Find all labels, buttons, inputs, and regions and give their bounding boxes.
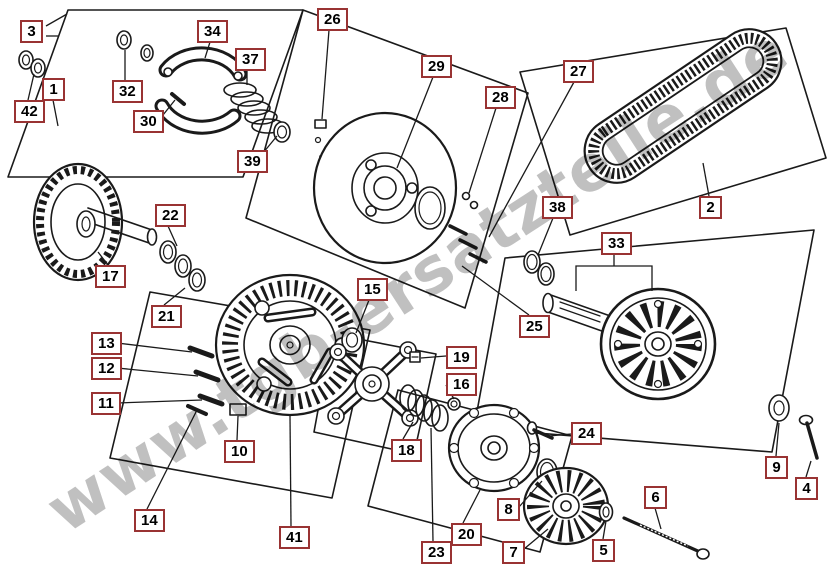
bolt-6 [622, 516, 710, 560]
part-label-41[interactable]: 41 [279, 526, 310, 549]
part-label-23[interactable]: 23 [421, 541, 452, 564]
ring-28 [414, 186, 446, 230]
part-label-33[interactable]: 33 [601, 232, 632, 255]
spider [327, 341, 419, 427]
bolt-24 [526, 421, 554, 440]
part-label-20[interactable]: 20 [451, 523, 482, 546]
cover-plate-20 [447, 403, 541, 493]
drive-belt [583, 28, 783, 184]
part-label-22[interactable]: 22 [155, 204, 186, 227]
part-label-13[interactable]: 13 [91, 332, 122, 355]
part-label-1[interactable]: 1 [42, 78, 65, 101]
part-label-25[interactable]: 25 [519, 315, 550, 338]
part-label-17[interactable]: 17 [95, 265, 126, 288]
part-label-5[interactable]: 5 [592, 539, 615, 562]
washer-15 [341, 327, 363, 353]
orings-38 [523, 250, 555, 286]
part-label-38[interactable]: 38 [542, 196, 573, 219]
part-label-28[interactable]: 28 [485, 86, 516, 109]
part-label-42[interactable]: 42 [14, 100, 45, 123]
part-label-8[interactable]: 8 [497, 498, 520, 521]
part-label-32[interactable]: 32 [112, 80, 143, 103]
part-label-21[interactable]: 21 [151, 305, 182, 328]
pins-27 [448, 191, 488, 264]
fan-pulley-7 [522, 466, 610, 546]
fixed-pulley-17 [32, 162, 158, 282]
part-label-27[interactable]: 27 [563, 60, 594, 83]
washer-9 [768, 394, 790, 422]
bushings-21-22 [159, 240, 206, 292]
part-label-24[interactable]: 24 [571, 422, 602, 445]
washer-16 [447, 397, 461, 411]
washer-39 [273, 121, 291, 143]
part-label-12[interactable]: 12 [91, 357, 122, 380]
part-label-2[interactable]: 2 [699, 196, 722, 219]
part-label-6[interactable]: 6 [644, 486, 667, 509]
primary-sheave [312, 111, 458, 265]
part-label-7[interactable]: 7 [502, 541, 525, 564]
part-label-37[interactable]: 37 [235, 48, 266, 71]
spring-18 [399, 384, 449, 432]
washers-32 [116, 30, 154, 62]
part-label-14[interactable]: 14 [134, 509, 165, 532]
clutch-drum [599, 287, 717, 401]
clip-19 [409, 351, 421, 363]
washers-topleft [18, 50, 46, 78]
part-label-16[interactable]: 16 [446, 373, 477, 396]
washer-5 [598, 502, 614, 522]
part-label-39[interactable]: 39 [237, 150, 268, 173]
part-label-19[interactable]: 19 [446, 346, 477, 369]
part-label-26[interactable]: 26 [317, 8, 348, 31]
part-label-30[interactable]: 30 [133, 110, 164, 133]
part-label-29[interactable]: 29 [421, 55, 452, 78]
part-label-4[interactable]: 4 [795, 477, 818, 500]
part-label-9[interactable]: 9 [765, 456, 788, 479]
part-label-10[interactable]: 10 [224, 440, 255, 463]
bolt-4 [798, 414, 819, 460]
part-label-34[interactable]: 34 [197, 20, 228, 43]
part-label-15[interactable]: 15 [357, 278, 388, 301]
clutch-shoes [154, 46, 248, 135]
part-label-3[interactable]: 3 [20, 20, 43, 43]
part-label-11[interactable]: 11 [91, 392, 121, 415]
part-label-18[interactable]: 18 [391, 439, 422, 462]
